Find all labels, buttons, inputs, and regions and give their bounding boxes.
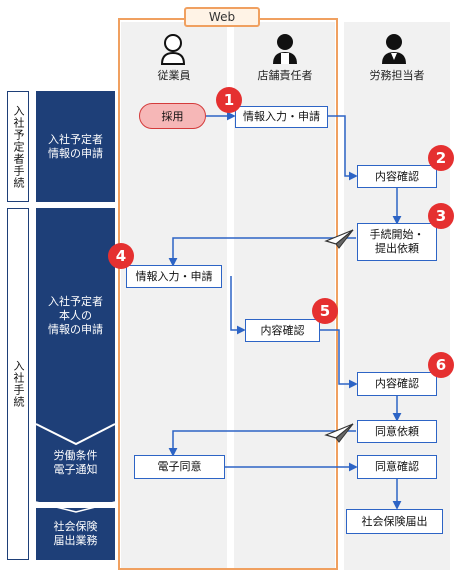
procedure-start-node: 手続開始・ 提出依頼 — [357, 223, 437, 261]
arrow-employee-to-review-manager — [230, 276, 246, 335]
insurance-filing-node: 社会保険届出 — [346, 509, 443, 534]
arrow-input-to-review1 — [328, 115, 358, 181]
stage-labor-conditions: 労働条件 電子通知 — [36, 424, 115, 502]
lane-label-store-manager: 店舗責任者 — [257, 69, 313, 82]
phase-pre-hire: 入社予定者手続 — [7, 91, 29, 202]
step-badge-1: 1 — [216, 87, 242, 113]
step-badge-2: 2 — [428, 145, 454, 171]
arrow-review-manager-to-review2 — [320, 329, 358, 389]
stage-pre-hire-application: 入社予定者 情報の申請 — [36, 91, 115, 202]
step-badge-3: 3 — [428, 203, 454, 229]
step-badge-5: 5 — [312, 298, 338, 324]
consent-request-node: 同意依頼 — [357, 420, 437, 443]
arrow-start-to-employee — [168, 237, 356, 267]
stage-new-hire-info: 入社予定者 本人の 情報の申請 — [36, 208, 115, 424]
arrow-consent-request-to-e-consent — [168, 430, 356, 457]
step-badge-4: 4 — [108, 243, 134, 269]
info-input-manager-node: 情報入力・申請 — [235, 106, 328, 128]
person-icon — [160, 34, 186, 65]
paper-plane-icon — [324, 423, 354, 443]
review-node-2: 内容確認 — [357, 372, 437, 396]
review-node-1: 内容確認 — [357, 165, 437, 188]
review-manager-node: 内容確認 — [245, 319, 320, 342]
paper-plane-icon — [324, 229, 354, 249]
e-consent-node: 電子同意 — [134, 455, 225, 479]
chevron-2 — [35, 501, 116, 513]
stage-social-insurance: 社会保険 届出業務 — [36, 508, 115, 560]
info-input-employee-node: 情報入力・申請 — [126, 265, 222, 288]
web-tab-label: Web — [184, 7, 260, 27]
step-badge-6: 6 — [428, 352, 454, 378]
manager-icon — [273, 34, 297, 64]
phase-hire: 入社手続 — [7, 208, 29, 560]
hire-node: 採用 — [139, 103, 206, 129]
chevron-1 — [35, 423, 116, 446]
lane-label-employee: 従業員 — [157, 69, 191, 82]
staff-icon — [382, 34, 406, 64]
consent-check-node: 同意確認 — [357, 455, 437, 479]
lane-label-labor-staff: 労務担当者 — [369, 69, 425, 82]
